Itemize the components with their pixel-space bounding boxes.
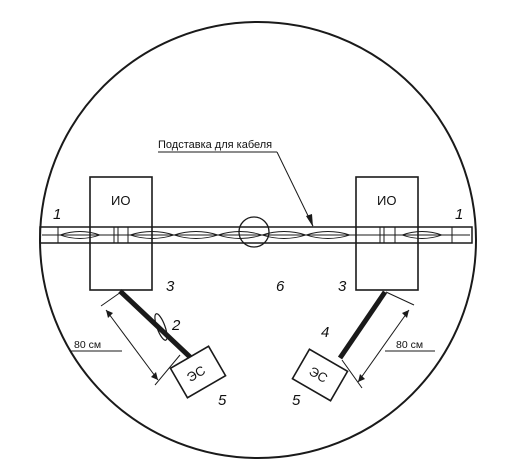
cable-twist [59, 231, 444, 239]
marker-1-right: 1 [455, 206, 463, 223]
right-aux-box [291, 348, 349, 402]
left-dimension [100, 291, 181, 386]
marker-2: 2 [171, 317, 181, 334]
cable-support-label: Подставка для кабеля [158, 139, 272, 151]
turntable-circle [39, 21, 477, 459]
label-arrowhead [306, 214, 313, 227]
right-measure-box-label: ИО [377, 193, 396, 208]
bar-ticks [57, 227, 453, 243]
turntable-center [238, 216, 270, 248]
marker-6: 6 [276, 278, 285, 295]
left-dim-arrow-a [106, 310, 113, 318]
ferrite-clamp [154, 313, 168, 341]
right-dimension [341, 291, 415, 389]
left-aux-box [169, 345, 227, 399]
right-distance-label: 80 см [396, 339, 423, 351]
marker-5-right: 5 [292, 392, 301, 409]
marker-4: 4 [321, 324, 329, 341]
left-distance-label: 80 см [74, 339, 101, 351]
right-aux-box-label: ЭС [306, 363, 330, 385]
right-measure-box [355, 176, 419, 291]
marker-3-left: 3 [166, 278, 175, 295]
left-measure-box-label: ИО [111, 193, 130, 208]
marker-3-right: 3 [338, 278, 347, 295]
left-aux-box-label: ЭС [184, 363, 208, 385]
right-aux-cable [337, 290, 388, 360]
marker-5-left: 5 [218, 392, 227, 409]
left-aux-cable [118, 289, 192, 359]
marker-1-left: 1 [53, 206, 61, 223]
label-leader [276, 151, 314, 227]
right-dim-arrow-a [402, 310, 409, 318]
left-dim-arrow-b [151, 372, 158, 380]
right-dim-arrow-b [358, 374, 365, 382]
cable-support-bar [39, 226, 473, 244]
